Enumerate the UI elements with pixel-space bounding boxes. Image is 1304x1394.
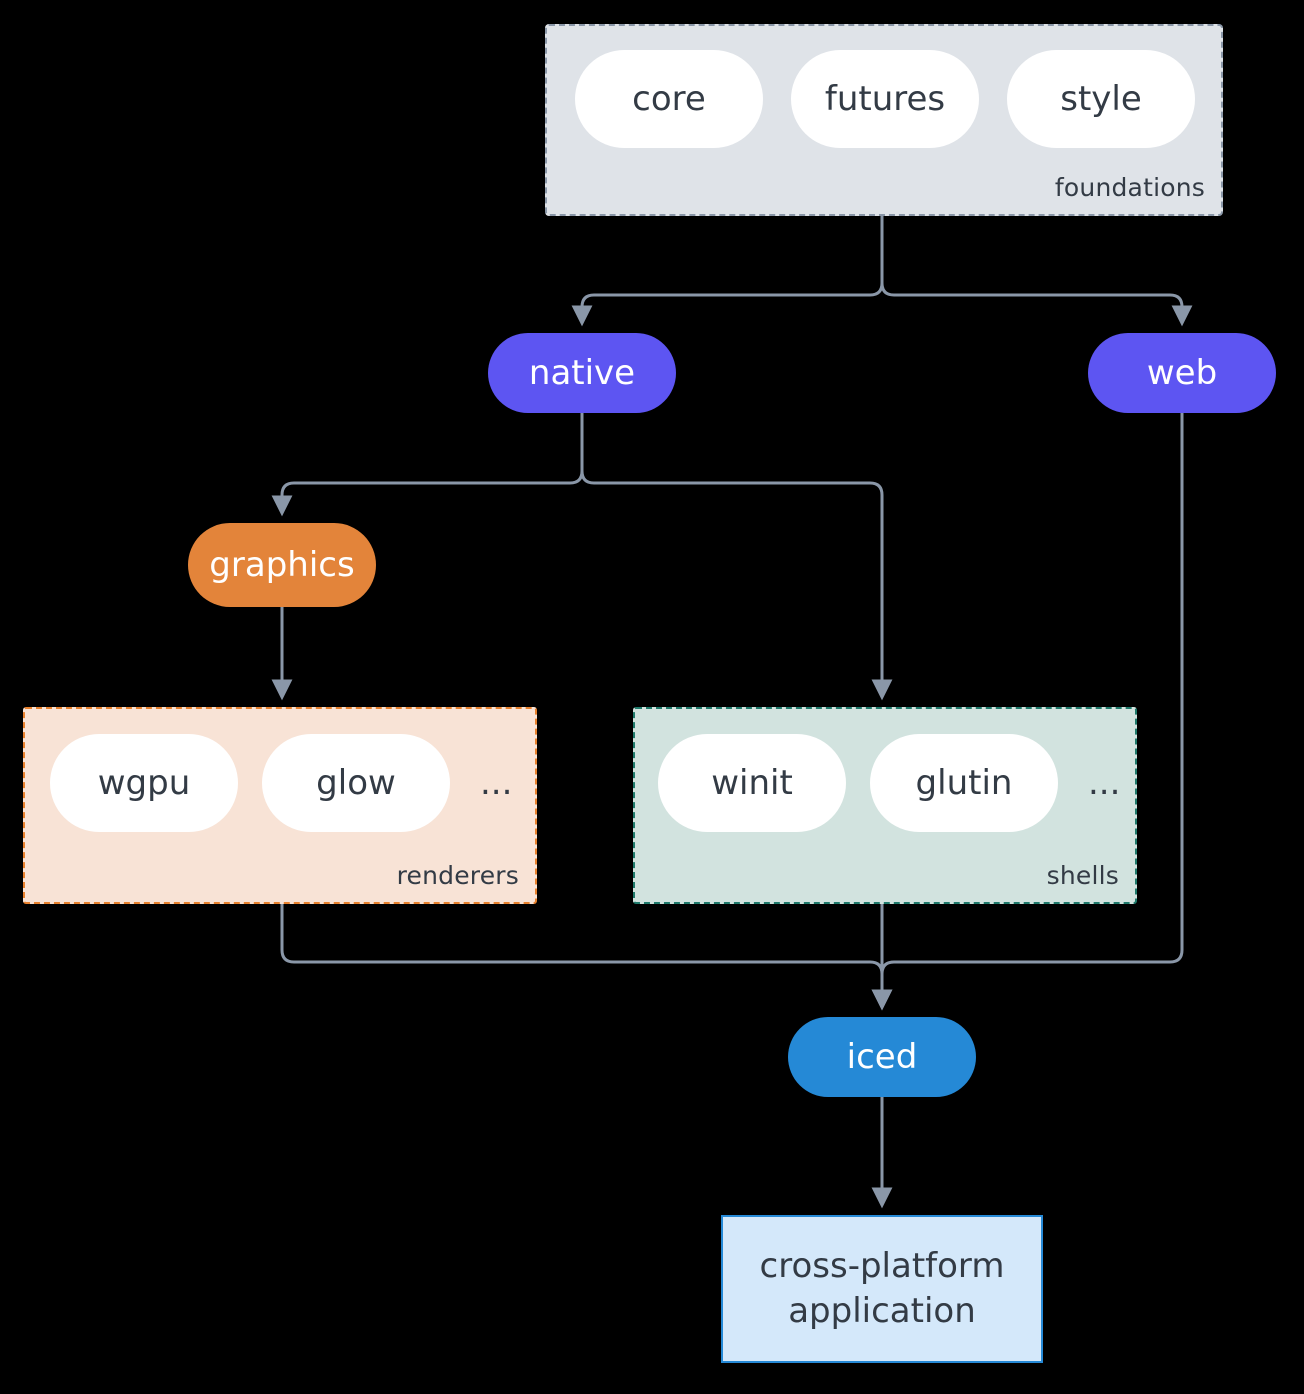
renderers-more-ellipsis: ... (480, 763, 513, 803)
application-line-1: cross-platform (759, 1246, 1005, 1287)
group-label-renderers: renderers (396, 861, 519, 890)
chip-glutin[interactable]: glutin (870, 734, 1058, 832)
chip-core[interactable]: core (575, 50, 763, 148)
group-foundations: core futures style foundations (545, 24, 1223, 216)
chip-futures[interactable]: futures (791, 50, 979, 148)
foundations-chip-row: core futures style (575, 50, 1195, 148)
edge-renderers-iced (280, 904, 893, 1011)
node-graphics[interactable]: graphics (188, 523, 376, 607)
chip-style[interactable]: style (1007, 50, 1195, 148)
shells-more-ellipsis: ... (1088, 763, 1121, 803)
node-web[interactable]: web (1088, 333, 1276, 413)
group-shells: winit glutin ... shells (633, 707, 1137, 904)
group-label-foundations: foundations (1054, 173, 1205, 202)
node-cross-platform-application[interactable]: cross-platform application (721, 1215, 1043, 1363)
group-label-shells: shells (1046, 861, 1119, 890)
chip-wgpu[interactable]: wgpu (50, 734, 238, 832)
edge-foundations-web (880, 216, 1193, 327)
node-iced[interactable]: iced (788, 1017, 976, 1097)
group-renderers: wgpu glow ... renderers (23, 707, 537, 904)
shells-chip-row: winit glutin ... (658, 734, 1126, 832)
chip-winit[interactable]: winit (658, 734, 846, 832)
renderers-chip-row: wgpu glow ... (50, 734, 518, 832)
edge-native-graphics (271, 413, 584, 517)
node-native[interactable]: native (488, 333, 676, 413)
chip-glow[interactable]: glow (262, 734, 450, 832)
edge-foundations-native (571, 216, 884, 327)
application-line-2: application (788, 1291, 976, 1331)
edge-native-shells (580, 413, 893, 701)
